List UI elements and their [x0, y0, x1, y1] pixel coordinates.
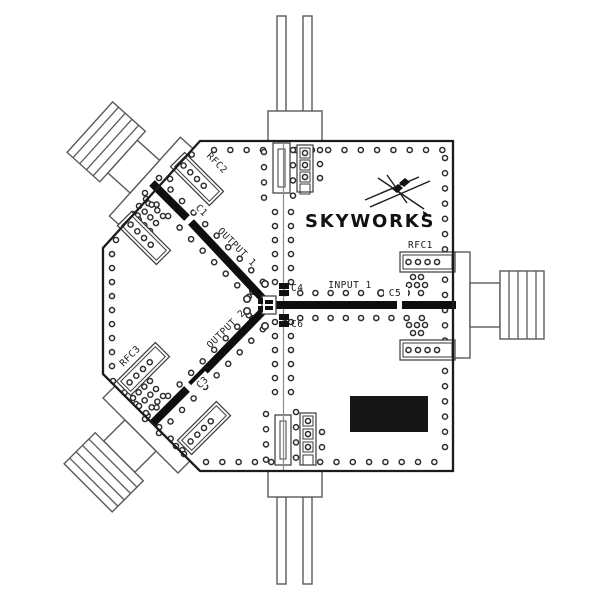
c6-pads — [279, 314, 289, 327]
label-c5: C5 — [389, 288, 401, 299]
label-c4: C4 — [291, 283, 303, 294]
trademark-tick — [423, 211, 428, 216]
skyworks-logo: SKYWORKS — [305, 174, 435, 232]
rf-traces — [149, 180, 456, 427]
board-outline — [101, 139, 455, 473]
label-c6: C6 — [291, 319, 303, 330]
brand-wordmark: SKYWORKS — [305, 211, 435, 232]
coax-connector-bottom — [267, 470, 323, 585]
c4-pads — [279, 283, 289, 296]
solder-footprints — [116, 142, 455, 466]
output2-trace — [149, 305, 269, 427]
label-rfc1: RFC1 — [408, 240, 433, 251]
junction-component — [258, 295, 277, 315]
skyworks-spark-icon — [364, 174, 431, 210]
sma-connector-right — [452, 251, 545, 359]
coax-connector-top — [267, 15, 323, 142]
label-input1: INPUT 1 — [328, 280, 372, 291]
label-block — [350, 396, 428, 432]
